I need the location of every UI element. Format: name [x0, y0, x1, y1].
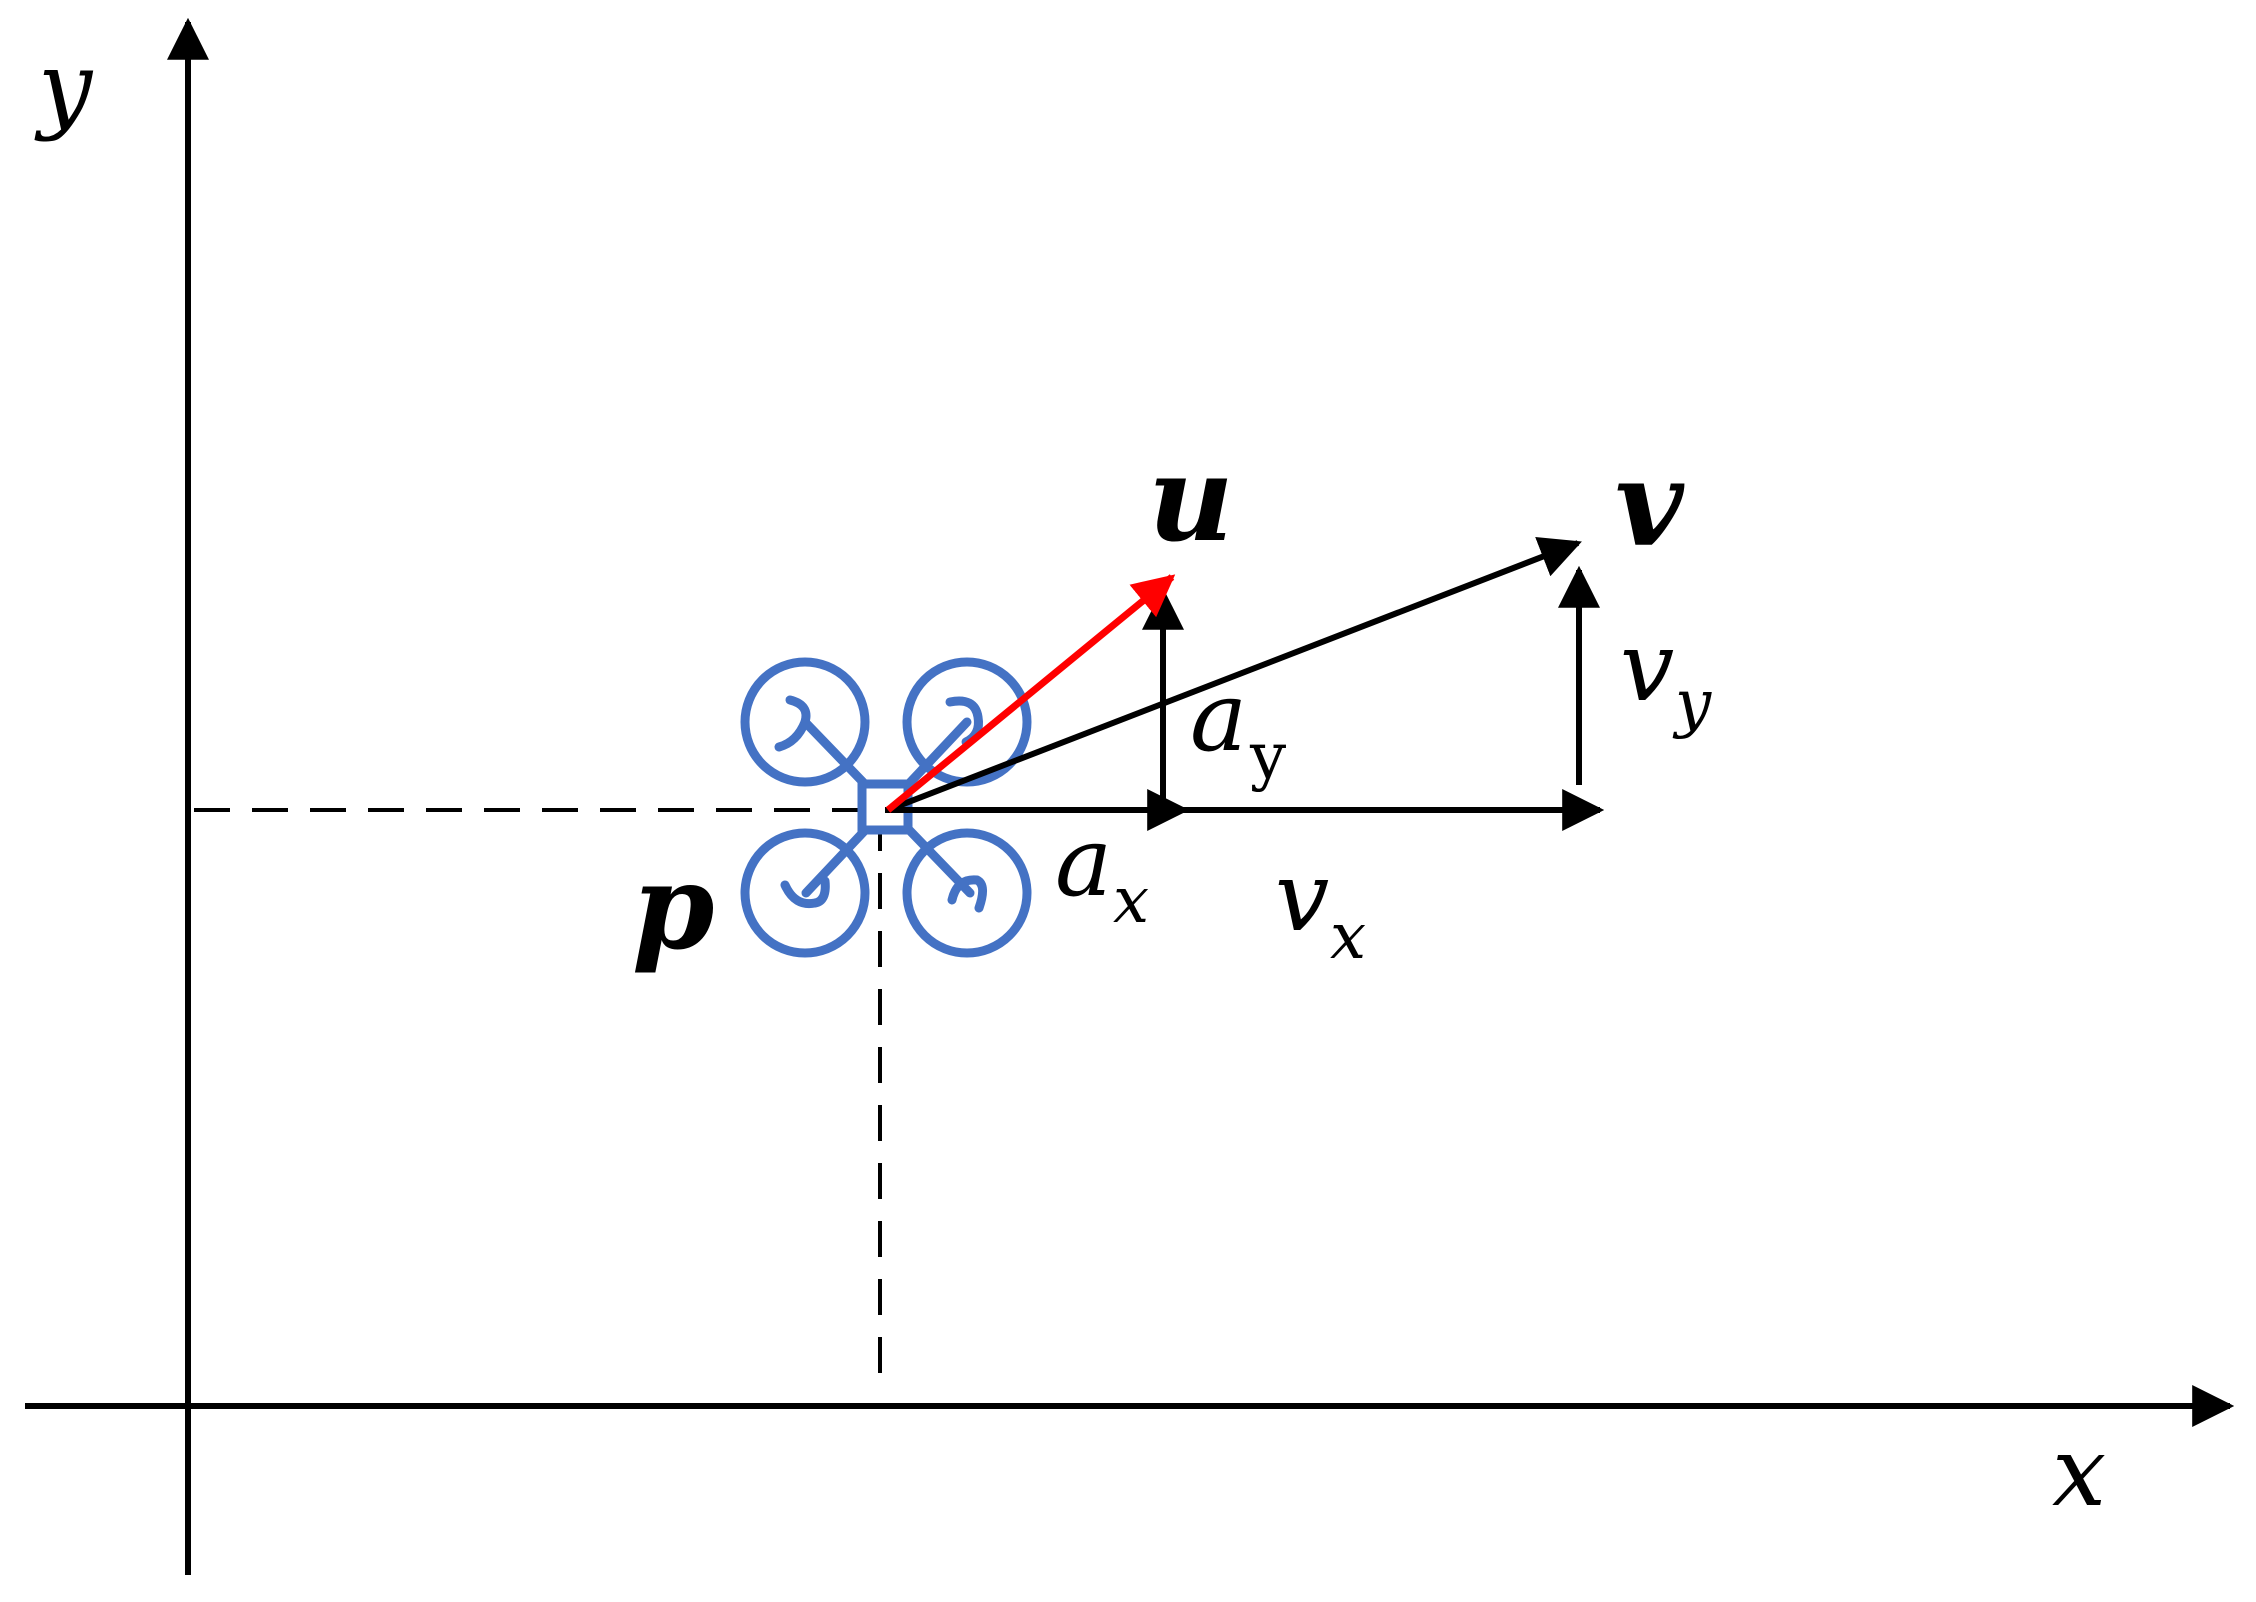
label-v-y: v y — [1620, 611, 1712, 741]
label-v-x: v x — [1275, 841, 1366, 974]
svg-text:a: a — [1055, 806, 1112, 918]
label-a-x: a x — [1055, 806, 1149, 938]
svg-text:a: a — [1190, 661, 1247, 773]
svg-text:v: v — [1275, 841, 1329, 953]
label-p: p — [632, 837, 715, 976]
label-v: v — [1615, 434, 1685, 573]
label-u: u — [1148, 429, 1234, 568]
quadrotor-icon — [740, 657, 1032, 958]
velocity-vector-v — [886, 537, 1582, 813]
label-a-y: a y — [1190, 661, 1286, 794]
svg-text:v: v — [1620, 611, 1674, 723]
svg-text:x: x — [1113, 864, 1149, 938]
x-axis-label: x — [2052, 1416, 2106, 1528]
svg-text:y: y — [1249, 720, 1286, 794]
svg-text:y: y — [1672, 667, 1712, 741]
svg-text:x: x — [1330, 900, 1366, 974]
control-vector-u — [885, 574, 1176, 813]
y-axis-label: y — [34, 31, 94, 143]
